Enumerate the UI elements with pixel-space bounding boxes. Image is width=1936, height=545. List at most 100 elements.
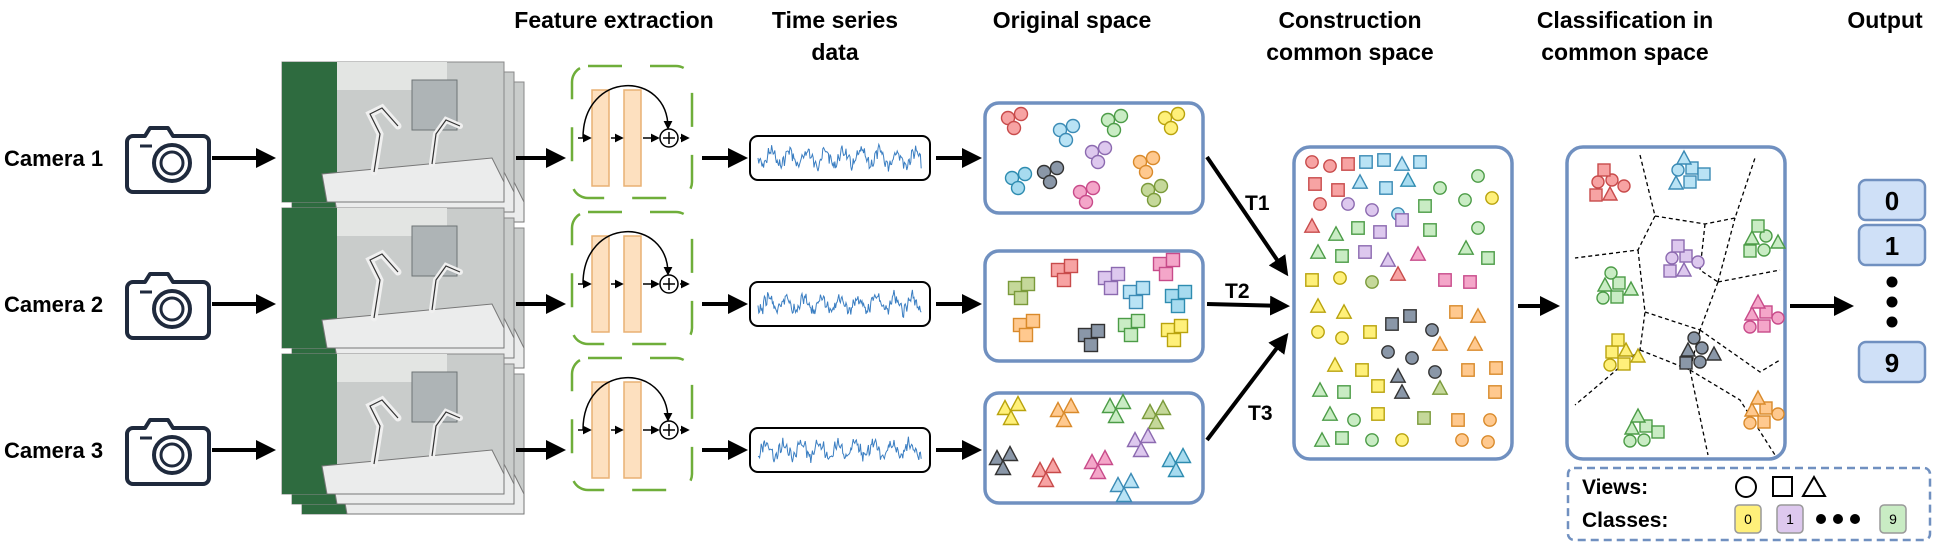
view-triangle-point <box>1749 389 1767 405</box>
view-triangle-point <box>1309 297 1327 313</box>
view-circle-point <box>1604 266 1618 280</box>
view-triangle-point <box>1596 276 1614 292</box>
view-triangle-point <box>1705 345 1723 361</box>
view-square-point <box>1679 249 1693 263</box>
view-triangle-point <box>1749 293 1767 309</box>
view-triangle-point <box>1335 303 1353 319</box>
camera-row-3: Camera 3 <box>4 353 982 515</box>
view-square-point <box>1128 294 1144 310</box>
view-circle-point <box>1591 175 1605 189</box>
view-triangle-point <box>1122 472 1140 489</box>
view-square-point <box>1610 290 1624 304</box>
output-label-0: 0 <box>1885 186 1899 216</box>
view-circle-point <box>1365 433 1379 447</box>
view-circle-point <box>1341 197 1355 211</box>
view-circle-point <box>1113 108 1129 124</box>
view-circle-point <box>1097 140 1113 156</box>
common-space-points <box>1303 153 1503 449</box>
camera-icon <box>125 418 211 486</box>
view-circle-point <box>1605 173 1619 187</box>
view-square-point <box>1438 273 1452 287</box>
view-circle-point <box>1365 203 1379 217</box>
view-circle-point <box>1428 365 1442 379</box>
view-circle-point <box>1483 413 1497 427</box>
view-square-point <box>1013 290 1029 306</box>
robot-arm-left-outline <box>369 399 399 465</box>
view-circle-point <box>1693 355 1707 369</box>
view-square-point <box>1413 155 1427 169</box>
view-circle-point <box>1006 120 1022 136</box>
view-square-point <box>1759 401 1773 415</box>
view-square-point <box>1751 219 1765 233</box>
view-circle-point <box>1305 155 1319 169</box>
view-triangle-point <box>1769 233 1787 249</box>
view-circle-point <box>1313 197 1327 211</box>
classified-points <box>1589 149 1787 448</box>
view-circle-point <box>1333 271 1347 285</box>
view-square-point <box>1418 199 1432 213</box>
view-triangle-point <box>1083 453 1101 470</box>
view-triangle-point <box>1147 413 1165 430</box>
view-triangle-point <box>1466 335 1484 351</box>
plus-circle-icon <box>659 274 679 294</box>
view-circle-point <box>1743 320 1757 334</box>
view-square-point <box>1759 305 1773 319</box>
view-circle-point <box>1106 122 1122 138</box>
view-triangle-point <box>1132 441 1150 458</box>
view-square-point <box>1612 276 1626 290</box>
view-square-point <box>1697 167 1711 181</box>
feature-extractor-border <box>570 210 694 346</box>
view-square-point <box>1335 249 1349 263</box>
legend-class-9-swatch <box>1879 504 1907 534</box>
camera-icon <box>125 126 211 194</box>
time-series-signal <box>757 142 922 172</box>
view-square-point <box>1757 319 1771 333</box>
robot-arm-right-outline <box>431 265 461 311</box>
skip-connection <box>582 376 673 431</box>
view-circle-point <box>1065 118 1081 134</box>
view-square-point <box>1449 305 1463 319</box>
robot-arm-right-outline <box>431 411 461 457</box>
view-triangle-point <box>1743 401 1761 417</box>
view-circle-point <box>1671 163 1685 177</box>
table <box>321 449 505 495</box>
view-square-point <box>1377 153 1391 167</box>
view-triangle-point <box>1001 445 1019 462</box>
view-square-point <box>1489 361 1503 375</box>
view-square-point <box>1308 177 1322 191</box>
header-construction: Construction <box>1278 7 1421 33</box>
legend-class-9-label: 9 <box>1889 511 1897 527</box>
transform-label-t3: T3 <box>1248 402 1273 425</box>
view-circle-point <box>1617 179 1631 193</box>
view-circle-point <box>1170 106 1186 122</box>
time-series-signal <box>757 289 922 319</box>
view-triangle-point <box>1089 463 1107 480</box>
view-square-point <box>1683 175 1697 189</box>
view-circle-point <box>1757 243 1771 257</box>
camera-label: Camera 2 <box>4 292 103 317</box>
view-circle-point <box>1596 291 1610 305</box>
transform-label-t1: T1 <box>1245 192 1270 215</box>
header-classification-common-space: common space <box>1541 39 1708 65</box>
view-triangle-point <box>1107 407 1125 424</box>
view-triangle-point <box>1327 225 1345 241</box>
camera-lens-inner <box>159 296 185 322</box>
view-square-point <box>1463 275 1477 289</box>
table <box>321 157 505 203</box>
output-box-9 <box>1857 340 1927 384</box>
legend-class-1-swatch <box>1776 504 1804 534</box>
view-triangle-point <box>1303 217 1321 233</box>
view-triangle-point <box>1623 419 1641 435</box>
view-triangle-point <box>1167 461 1185 478</box>
camera-lens <box>152 289 192 329</box>
view-triangle-point <box>1675 261 1693 277</box>
view-square-point <box>1481 251 1495 265</box>
feature-extractor <box>570 210 694 346</box>
header-common-space: common space <box>1266 39 1433 65</box>
legend-ellipsis-dot <box>1850 514 1860 524</box>
view-triangle-point <box>1114 393 1132 410</box>
time-series-box <box>749 427 931 473</box>
time-series-signal <box>757 436 922 464</box>
